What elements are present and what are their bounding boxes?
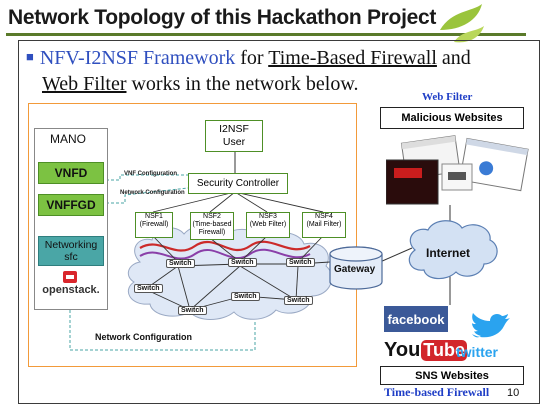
mano-label: MANO xyxy=(50,132,86,146)
web-filter-heading: Web Filter xyxy=(422,91,473,103)
vnffgd-box: VNFFGD xyxy=(38,194,104,216)
nsf2-line1: NSF2 xyxy=(203,213,221,220)
intro-paragraph: ■ NFV-I2NSF Framework for Time-Based Fire… xyxy=(26,44,538,97)
intro-link-time-based-firewall[interactable]: Time-Based Firewall xyxy=(268,47,437,69)
switch-node: Switch xyxy=(178,306,207,315)
bullet-icon: ■ xyxy=(26,49,34,64)
gateway-label: Gateway xyxy=(334,264,376,275)
switch-node: Switch xyxy=(228,258,257,267)
service-chain-purple-link xyxy=(139,248,311,260)
time-based-firewall-footer: Time-based Firewall xyxy=(384,385,490,399)
networking-sfc-line1: Networking xyxy=(44,239,98,251)
intro-link-web-filter[interactable]: Web Filter xyxy=(42,73,127,95)
nsf3-line2: (Web Filter) xyxy=(249,221,287,228)
internet-label: Internet xyxy=(426,246,471,260)
nsf3-line1: NSF3 xyxy=(259,213,277,220)
facebook-logo: facebook xyxy=(384,306,448,332)
leaf-decoration-icon xyxy=(440,4,484,43)
nsf3-box: NSF3 (Web Filter) xyxy=(246,212,290,238)
network-configuration-small-label: Network Configuration xyxy=(120,190,185,196)
service-chain-red-link xyxy=(139,240,311,252)
switch-node: Switch xyxy=(231,292,260,301)
nsf2-line3: Firewall) xyxy=(198,229,226,236)
security-controller-box: Security Controller xyxy=(188,173,288,194)
openstack-label: openstack. xyxy=(42,284,100,296)
nsf1-line1: NSF1 xyxy=(145,213,163,220)
switch-node: Switch xyxy=(284,296,313,305)
intro-text-2: and xyxy=(436,47,471,69)
nsf4-box: NSF4 (Mail Filter) xyxy=(302,212,346,238)
youtube-logo: You Tube xyxy=(384,338,467,362)
intro-text-1: for xyxy=(235,47,269,69)
content-frame xyxy=(18,40,540,404)
switch-node: Switch xyxy=(166,259,195,268)
youtube-logo-tube: Tube xyxy=(421,339,467,361)
networking-sfc-line2: sfc xyxy=(64,251,78,263)
gateway-shape xyxy=(329,246,383,290)
nsf4-line2: (Mail Filter) xyxy=(306,221,342,228)
intro-text-3: works in the network below. xyxy=(126,73,359,95)
nsf1-box: NSF1 (Firewall) xyxy=(135,212,173,238)
twitter-bird-icon xyxy=(472,313,510,338)
nsf1-line2: (Firewall) xyxy=(139,221,169,228)
network-configuration-label: Network Configuration xyxy=(95,332,192,342)
vnfd-box: VNFD xyxy=(38,162,104,184)
malicious-websites-box: Malicious Websites xyxy=(380,107,524,129)
nsf2-box: NSF2 (Time-based Firewall) xyxy=(190,212,234,240)
switch-node: Switch xyxy=(134,284,163,293)
networking-sfc-box: Networking sfc xyxy=(38,236,104,266)
openstack-logo-icon xyxy=(63,271,77,283)
title-divider xyxy=(6,33,526,36)
nsf4-line1: NSF4 xyxy=(315,213,333,220)
twitter-logo: twitter xyxy=(456,344,498,360)
switch-node: Switch xyxy=(286,258,315,267)
sns-websites-box: SNS Websites xyxy=(380,366,524,385)
internet-cloud-shape xyxy=(408,220,498,280)
i2nsf-user-box: I2NSF User xyxy=(205,120,263,152)
intro-framework-name: NFV-I2NSF Framework xyxy=(39,47,236,69)
vnf-configuration-label: VNF Configuration xyxy=(124,171,177,177)
youtube-logo-you: You xyxy=(384,338,421,361)
page-number: 10 xyxy=(507,387,520,399)
slide-title: Network Topology of this Hackathon Proje… xyxy=(8,6,437,29)
malicious-site-thumbnails-icon xyxy=(386,135,529,205)
nsf2-line2: (Time-based xyxy=(192,221,232,228)
i2nsf-user-line1: I2NSF xyxy=(219,123,249,135)
i2nsf-user-line2: User xyxy=(222,136,246,148)
